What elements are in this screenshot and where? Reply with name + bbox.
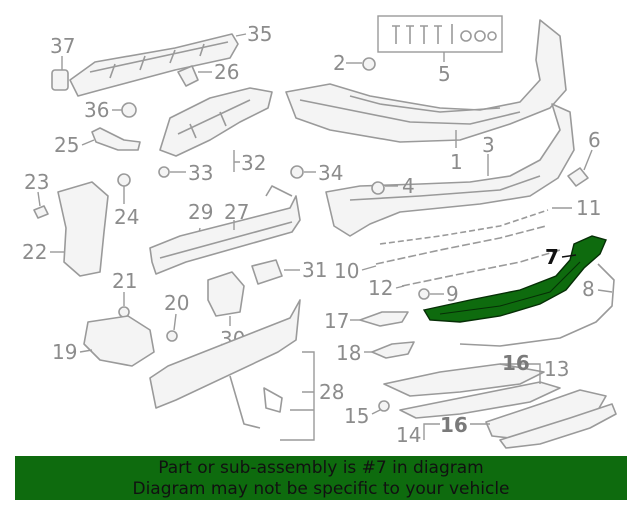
callout-1: 1 xyxy=(450,150,463,174)
part-18-reflector xyxy=(371,341,415,359)
callout-22: 22 xyxy=(22,240,47,264)
callout-13: 13 xyxy=(544,357,569,381)
callout-16a: 16 xyxy=(502,351,530,375)
callout-32: 32 xyxy=(241,151,266,175)
part-25-bracket xyxy=(91,127,141,151)
callout-9: 9 xyxy=(446,282,459,306)
part-37-clip xyxy=(51,69,69,91)
part-9-screw xyxy=(418,288,430,300)
callout-18: 18 xyxy=(336,341,361,365)
part-22-bracket xyxy=(57,181,109,277)
part-4-screw xyxy=(371,181,385,195)
part-34-nut xyxy=(290,165,304,179)
lead-8 xyxy=(597,289,613,293)
callout-29: 29 xyxy=(188,200,213,224)
part-35-absorber xyxy=(69,33,239,97)
lead-10 xyxy=(361,265,377,271)
lead-12 xyxy=(395,285,405,289)
callout-37: 37 xyxy=(50,34,75,58)
part-14-shield-lower xyxy=(485,389,617,449)
part-11-trim xyxy=(379,209,549,245)
callout-3: 3 xyxy=(482,133,495,157)
callout-33: 33 xyxy=(188,161,213,185)
part-28-trailer-hitch xyxy=(149,299,301,429)
lead-35 xyxy=(235,33,247,37)
part-20-bolt xyxy=(166,330,178,342)
lead-15 xyxy=(371,409,381,415)
banner-line-2: Diagram may not be specific to your vehi… xyxy=(132,479,510,499)
part-10-strip xyxy=(375,225,547,265)
part-24-clip xyxy=(117,173,131,187)
part-5-hardware-kit xyxy=(377,15,503,53)
callout-28: 28 xyxy=(319,380,344,404)
part-27-bumper-beam xyxy=(149,185,301,275)
parts-diagram: 35 37 36 26 32 25 33 34 23 22 24 29 xyxy=(22,15,617,449)
lead-6 xyxy=(583,149,593,171)
callout-31: 31 xyxy=(302,258,327,282)
part-7-diffuser-highlighted xyxy=(422,235,607,323)
part-23-bolt xyxy=(33,205,49,219)
banner-line-1: Part or sub-assembly is #7 in diagram xyxy=(158,458,484,478)
callout-24: 24 xyxy=(114,205,139,229)
part-26-bracket xyxy=(177,65,199,87)
callout-26: 26 xyxy=(214,60,239,84)
part-32-reinforcement xyxy=(159,87,273,157)
callout-8: 8 xyxy=(582,277,595,301)
callout-21: 21 xyxy=(112,269,137,293)
lead-32 xyxy=(233,150,240,172)
lead-7 xyxy=(561,254,577,258)
callout-15: 15 xyxy=(344,404,369,428)
callout-35: 35 xyxy=(247,22,272,46)
part-31-pad xyxy=(251,259,283,285)
lead-13-16 xyxy=(500,363,541,384)
part-13-shield-upper xyxy=(383,363,561,419)
lead-28 xyxy=(280,351,315,441)
callout-2: 2 xyxy=(333,51,346,75)
part-19-bracket xyxy=(83,315,155,367)
part-36-nut xyxy=(121,102,137,118)
callout-5: 5 xyxy=(438,62,451,86)
hardware-kit-icons xyxy=(392,24,497,44)
callout-7: 7 xyxy=(545,245,559,269)
lead-19 xyxy=(79,349,93,353)
callout-19: 19 xyxy=(52,340,77,364)
lead-14-16 xyxy=(423,423,490,440)
callout-14: 14 xyxy=(396,423,421,447)
callout-4: 4 xyxy=(402,174,415,198)
part-17-reflector xyxy=(359,311,409,327)
callout-6: 6 xyxy=(588,128,601,152)
callout-27: 27 xyxy=(224,200,249,224)
callout-20: 20 xyxy=(164,291,189,315)
callout-25: 25 xyxy=(54,133,79,157)
part-15-screw xyxy=(378,400,390,412)
part-8-trim xyxy=(459,263,615,347)
lead-25 xyxy=(81,139,95,146)
part-3-lower-cover xyxy=(325,103,575,237)
callout-17: 17 xyxy=(324,309,349,333)
callout-34: 34 xyxy=(318,161,343,185)
lead-23 xyxy=(37,191,41,207)
callout-11: 11 xyxy=(576,196,601,220)
part-6-cap xyxy=(567,167,589,187)
callout-10: 10 xyxy=(334,259,359,283)
part-33-screw xyxy=(158,166,170,178)
callout-23: 23 xyxy=(24,170,49,194)
part-12-strip xyxy=(401,249,561,287)
info-banner: Part or sub-assembly is #7 in diagram Di… xyxy=(15,456,627,500)
callout-16b: 16 xyxy=(440,413,468,437)
callout-36: 36 xyxy=(84,98,109,122)
callout-12: 12 xyxy=(368,276,393,300)
part-2-screw xyxy=(362,57,376,71)
lead-20 xyxy=(173,313,177,331)
part-30-absorber xyxy=(207,271,245,317)
part-1-bumper-cover xyxy=(285,19,567,143)
